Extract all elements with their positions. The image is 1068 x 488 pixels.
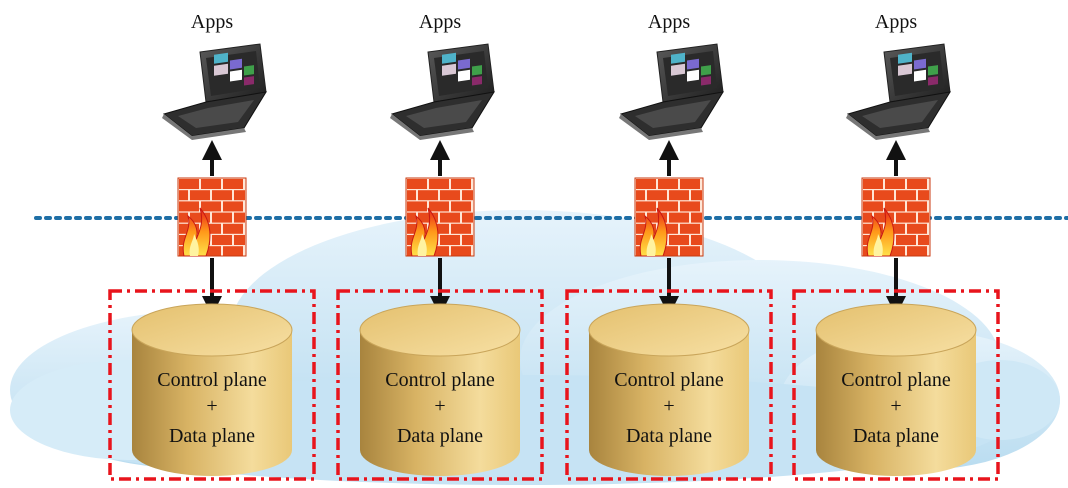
firewall-icon[interactable] (177, 177, 247, 257)
laptop-icon[interactable] (162, 43, 267, 140)
tenant-boundary-box (108, 289, 316, 481)
plus-label: + (663, 395, 674, 417)
firewall-icon[interactable] (861, 177, 931, 257)
firewall-icon[interactable] (405, 177, 475, 257)
apps-label: Apps (875, 11, 917, 33)
laptop-icon[interactable] (619, 43, 724, 140)
control-plane-label: Control plane (614, 369, 724, 391)
tenant-boundary-box (336, 289, 544, 481)
control-plane-label: Control plane (841, 369, 951, 391)
plus-label: + (206, 395, 217, 417)
data-plane-label: Data plane (626, 425, 712, 447)
data-plane-label: Data plane (169, 425, 255, 447)
control-plane-label: Control plane (157, 369, 267, 391)
plus-label: + (434, 395, 445, 417)
apps-label: Apps (648, 11, 690, 33)
database-cylinder[interactable] (131, 303, 293, 476)
database-cylinder[interactable] (359, 303, 521, 476)
data-plane-label: Data plane (397, 425, 483, 447)
laptop-icon[interactable] (846, 43, 951, 140)
tenant-boundary-box (792, 289, 1000, 481)
plus-label: + (890, 395, 901, 417)
control-plane-label: Control plane (385, 369, 495, 391)
apps-label: Apps (419, 11, 461, 33)
firewall-icon[interactable] (634, 177, 704, 257)
tenant-boundary-box (565, 289, 773, 481)
apps-label: Apps (191, 11, 233, 33)
laptop-icon[interactable] (390, 43, 495, 140)
database-cylinder[interactable] (588, 303, 750, 476)
database-cylinder[interactable] (815, 303, 977, 476)
data-plane-label: Data plane (853, 425, 939, 447)
